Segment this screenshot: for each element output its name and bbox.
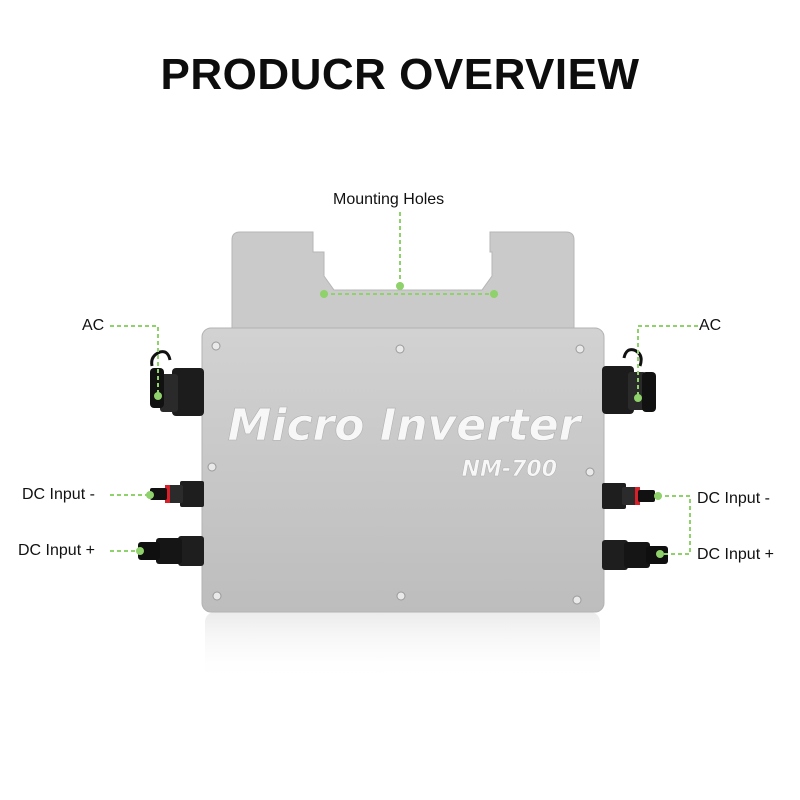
screw xyxy=(572,595,582,605)
label-dc-minus-left: DC Input - xyxy=(22,486,95,503)
callout-dot xyxy=(320,290,328,298)
callout-ac-left xyxy=(110,325,159,394)
housing-reflection xyxy=(205,612,600,682)
dc-minus-connector-right xyxy=(602,483,655,509)
dc-minus-connector-left xyxy=(150,481,204,507)
screw xyxy=(395,344,405,354)
callout-dot xyxy=(136,547,144,555)
mounting-plate xyxy=(231,231,575,341)
model-text: NM-700 xyxy=(462,457,557,482)
screw xyxy=(396,591,406,601)
callout-dot xyxy=(634,394,642,402)
screw xyxy=(575,344,585,354)
label-mounting-holes: Mounting Holes xyxy=(333,191,445,208)
label-ac-left: AC xyxy=(82,317,105,334)
callout-dot xyxy=(490,290,498,298)
inverter-housing xyxy=(201,327,605,613)
callout-ac-right xyxy=(637,325,698,396)
dc-plus-connector-left xyxy=(138,536,204,566)
callout-dot xyxy=(396,282,404,290)
callout-dot xyxy=(146,491,154,499)
brand-text: Micro Inverter xyxy=(228,400,583,451)
screw xyxy=(212,591,222,601)
callout-dc-right xyxy=(658,495,691,555)
callout-mounting-holes xyxy=(324,212,494,295)
label-dc-plus-right: DC Input + xyxy=(697,546,774,563)
callout-dot xyxy=(656,550,664,558)
label-ac-right: AC xyxy=(699,317,722,334)
screw xyxy=(211,341,221,351)
screw xyxy=(207,462,217,472)
callout-dot xyxy=(654,492,662,500)
ac-connector-right xyxy=(602,348,656,414)
screw xyxy=(585,467,595,477)
label-dc-minus-right: DC Input - xyxy=(697,490,770,507)
dc-plus-connector-right xyxy=(602,540,668,570)
callout-dot xyxy=(154,392,162,400)
page-title: PRODUCR OVERVIEW xyxy=(160,50,640,99)
label-dc-plus-left: DC Input + xyxy=(18,542,95,559)
